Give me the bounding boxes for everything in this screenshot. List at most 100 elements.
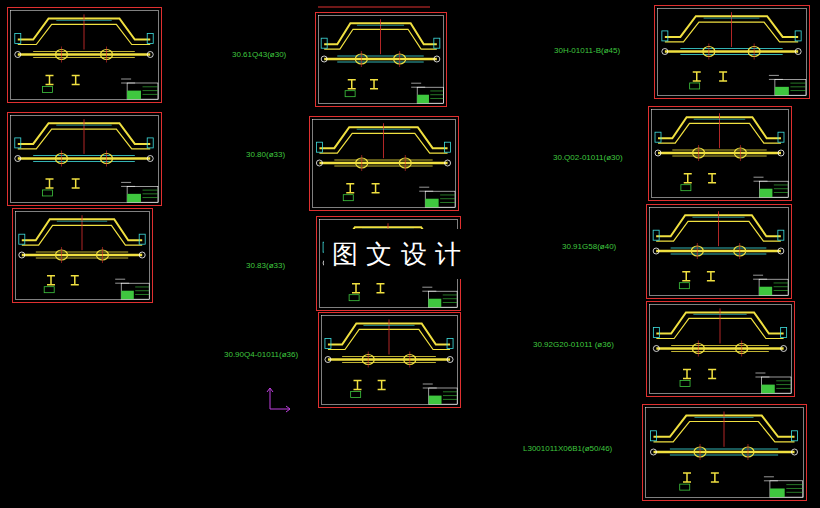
- dimension: [56, 125, 111, 126]
- title-block: [443, 395, 457, 396]
- part-number: 30.80(ø33): [246, 151, 285, 159]
- frame-edge: [318, 7, 430, 8]
- center-line: [106, 47, 107, 63]
- dimension: [694, 119, 745, 120]
- inner-frame: [650, 208, 789, 296]
- section-symbol: [711, 473, 719, 482]
- plan-view: [33, 161, 135, 162]
- title-block: [428, 299, 441, 307]
- drawing-frame: [319, 313, 461, 408]
- detail-box: [680, 484, 690, 490]
- end-detail: [650, 431, 656, 441]
- title-block: [776, 388, 791, 389]
- watermark: 图 文 设 计: [324, 229, 469, 279]
- drawing-frame: [8, 113, 162, 206]
- notes: [121, 182, 135, 186]
- title-block: [143, 190, 158, 191]
- dimension: [56, 20, 111, 21]
- plan-view: [680, 48, 782, 49]
- title-block: [121, 291, 134, 299]
- part-number: 30.61Q43(ø30): [232, 51, 286, 59]
- center-line: [106, 151, 107, 167]
- inner-frame: [322, 316, 458, 405]
- plan-view: [658, 152, 781, 155]
- kingpin-hole: [147, 156, 153, 162]
- section-symbol: [346, 184, 354, 193]
- center-line: [361, 51, 362, 67]
- notes: [121, 79, 135, 83]
- title-block: [127, 186, 158, 202]
- detail-box: [349, 295, 359, 301]
- kingpin-hole: [15, 156, 21, 162]
- plan-view: [671, 254, 767, 255]
- section-symbol: [352, 284, 360, 293]
- part-number: 30.92G20-01011 (ø36): [533, 341, 614, 349]
- title-block: [774, 192, 788, 193]
- plan-view: [36, 252, 128, 253]
- center-line: [409, 352, 410, 368]
- title-block: [121, 283, 149, 299]
- end-detail: [434, 38, 440, 48]
- title-block: [760, 189, 773, 197]
- title-block: [770, 488, 785, 497]
- section-symbol: [708, 369, 716, 378]
- center-line: [700, 444, 701, 460]
- title-block: [774, 286, 789, 287]
- plan-view: [337, 62, 423, 63]
- section-symbol: [72, 179, 80, 188]
- plan-view: [670, 449, 778, 450]
- section-symbol: [46, 75, 54, 84]
- title-block: [775, 79, 806, 95]
- plan-view: [334, 166, 432, 167]
- inner-frame: [16, 212, 150, 300]
- end-detail: [447, 339, 453, 349]
- title-block: [759, 287, 772, 295]
- part-number: 30.91G58(ø40): [562, 243, 616, 251]
- drawing-frame: [310, 117, 459, 211]
- center-line: [697, 243, 698, 259]
- title-block: [775, 87, 789, 95]
- detail-box: [680, 380, 690, 386]
- title-block: [425, 191, 455, 207]
- drawing-frame: [649, 107, 792, 201]
- notes: [753, 275, 767, 279]
- section-symbol: [707, 272, 715, 281]
- inner-frame: [313, 120, 456, 208]
- title-block: [135, 294, 149, 295]
- end-detail: [795, 31, 801, 41]
- drawing-frame: [647, 302, 795, 397]
- end-detail: [778, 230, 784, 240]
- end-detail: [139, 234, 145, 244]
- center-line: [720, 308, 721, 343]
- dimension: [357, 129, 411, 130]
- notes: [115, 279, 129, 283]
- center-line: [719, 113, 720, 148]
- plan-view: [33, 57, 135, 58]
- kingpin-hole: [792, 449, 798, 455]
- plan-view: [342, 356, 436, 357]
- title-block: [430, 90, 443, 91]
- dimension: [704, 18, 760, 19]
- detail-box: [681, 185, 691, 191]
- title-block: [440, 194, 455, 195]
- title-block: [143, 197, 158, 198]
- title-block: [443, 302, 457, 303]
- title-block: [774, 290, 789, 291]
- plan-view: [22, 254, 142, 257]
- notes: [419, 187, 433, 191]
- plan-view: [319, 162, 447, 165]
- notes: [769, 75, 783, 79]
- section-symbol: [378, 380, 386, 389]
- title-block: [443, 294, 457, 295]
- center-line: [399, 51, 400, 67]
- notes: [423, 384, 437, 388]
- drawing-frame: [316, 13, 447, 107]
- plan-view: [656, 250, 781, 253]
- end-detail: [325, 339, 331, 349]
- title-block: [786, 492, 802, 493]
- kingpin-hole: [795, 49, 801, 55]
- center-line: [61, 151, 62, 167]
- part-number: 30.83(ø33): [246, 262, 285, 270]
- title-block: [774, 188, 788, 189]
- inner-frame: [11, 11, 159, 100]
